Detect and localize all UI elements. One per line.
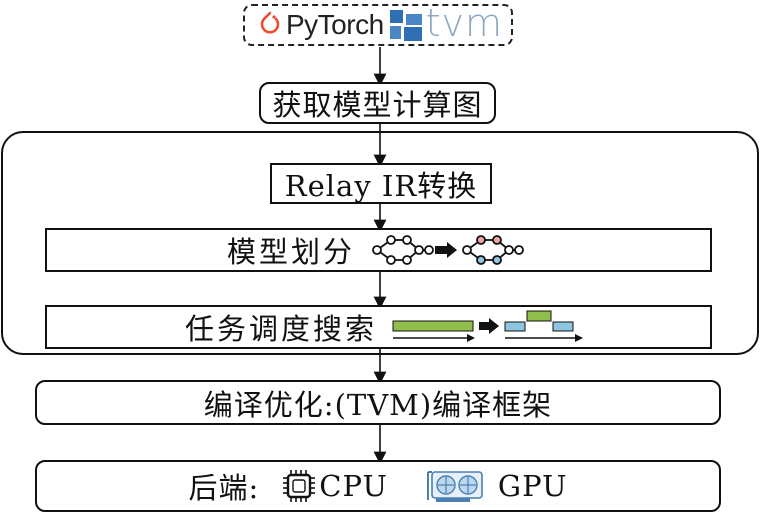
compile-opt-box: 编译优化:(TVM)编译框架 [35,380,721,425]
pytorch-logo-text: PyTorch [286,9,384,40]
backend-box: 后端: CPU GPU [35,460,721,512]
compile-opt-label: 编译优化:(TVM)编译框架 [203,387,553,422]
tvm-logo-icon [389,10,422,41]
relay-convert-box: Relay IR转换 [270,163,492,204]
graph-partition-icon [372,235,524,265]
tvm-logo-text: tvm [425,1,504,45]
gpu-card-icon [426,471,483,502]
partition-box: 模型划分 [45,228,712,272]
schedule-search-icon [392,310,584,342]
partition-label: 模型划分 [227,235,356,269]
get-graph-label: 获取模型计算图 [272,88,483,122]
relay-convert-label: Relay IR转换 [284,168,478,203]
gpu-label: GPU [497,469,568,503]
framework-logos-box: PyTorch tvm [243,1,513,46]
task-search-label: 任务调度搜索 [185,312,378,346]
task-search-box: 任务调度搜索 [45,305,712,349]
cpu-label: CPU [319,469,388,503]
backend-label: 后端: [188,471,260,505]
pytorch-flame-icon [260,11,280,34]
get-graph-box: 获取模型计算图 [259,82,496,124]
cpu-chip-icon [283,470,316,502]
